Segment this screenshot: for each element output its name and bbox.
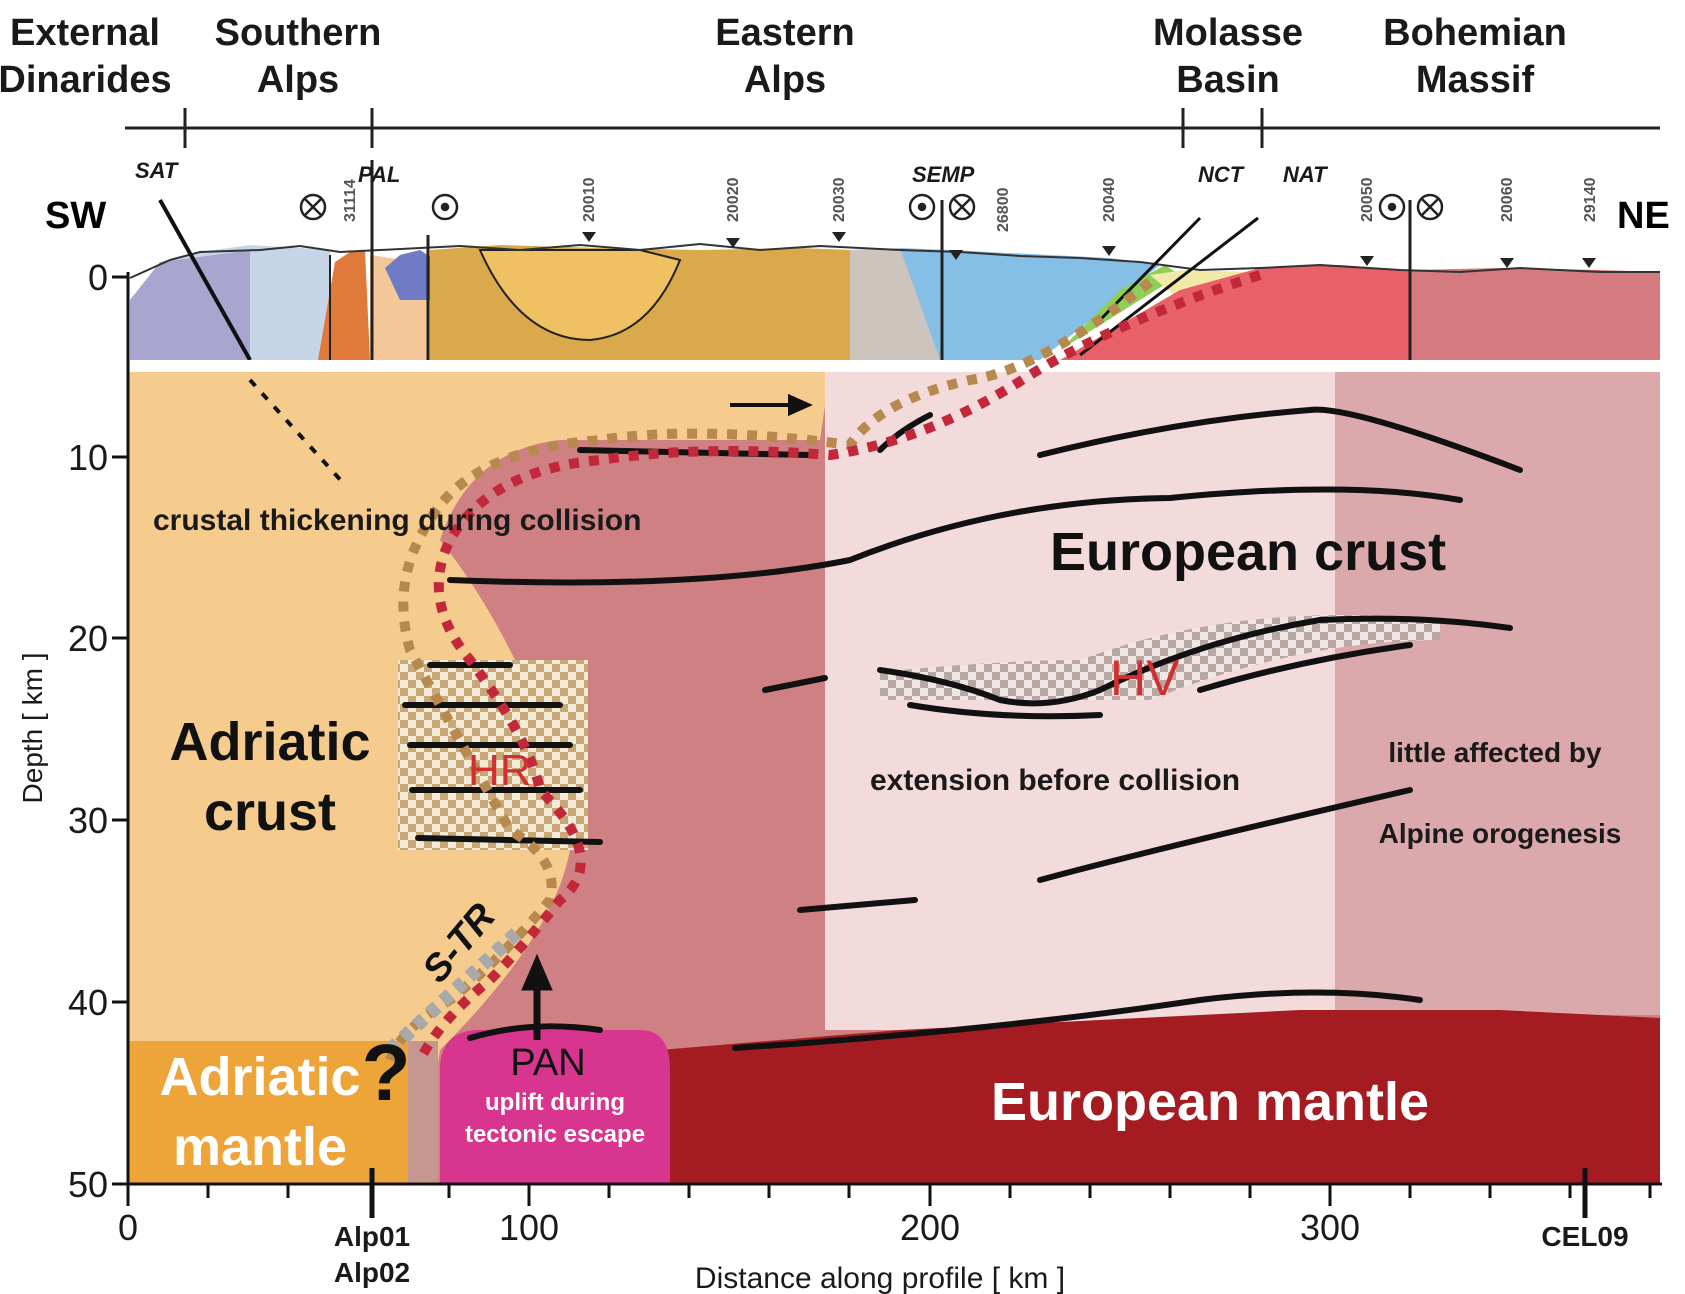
x-axis-title: Distance along profile [ km ] xyxy=(695,1262,1065,1294)
y-tick-label: 0 xyxy=(88,257,108,298)
profile-marker-alp02: Alp02 xyxy=(334,1257,410,1288)
label-european-mantle: European mantle xyxy=(991,1072,1429,1132)
region-bohemian-massif-line2: Massif xyxy=(1416,59,1535,101)
region-eastern-alps-line2: Alps xyxy=(744,59,826,101)
y-tick-label: 40 xyxy=(68,982,108,1023)
label-pan: PAN xyxy=(510,1042,585,1084)
y-tick-label: 10 xyxy=(68,437,108,478)
y-tick-label: 30 xyxy=(68,800,108,841)
region-southern-alps: Southern xyxy=(215,12,382,54)
into-page-icon xyxy=(301,195,325,219)
region-southern-alps-line2: Alps xyxy=(257,59,339,101)
station-label: 26800 xyxy=(995,187,1012,232)
profile-marker-cel09: CEL09 xyxy=(1541,1221,1628,1252)
label-question-mark: ? xyxy=(362,1028,411,1117)
x-tick-label: 200 xyxy=(900,1207,960,1248)
into-page-icon-bohemian xyxy=(1418,195,1442,219)
station-label: 29140 xyxy=(1582,177,1599,222)
label-crustal-thickening: crustal thickening during collision xyxy=(153,504,641,537)
x-tick-label: 100 xyxy=(499,1207,559,1248)
region-external-dinarides-line2: Dinarides xyxy=(0,59,172,101)
out-of-page-icon-semp xyxy=(910,195,934,219)
direction-sw: SW xyxy=(45,195,106,237)
station-label: 20020 xyxy=(725,177,742,222)
upper-unit-purple xyxy=(130,250,250,360)
x-tick-label: 0 xyxy=(118,1207,138,1248)
x-tick-label: 300 xyxy=(1300,1207,1360,1248)
label-adriatic-crust-line2: crust xyxy=(204,782,336,842)
station-label: 20010 xyxy=(581,177,598,222)
upper-unit-pink xyxy=(1410,268,1660,360)
region-molasse-basin: Molasse xyxy=(1153,12,1303,54)
profile-marker-alp01: Alp01 xyxy=(334,1221,410,1252)
transition-grey-area xyxy=(408,1041,438,1184)
y-tick-label: 20 xyxy=(68,618,108,659)
label-european-crust: European crust xyxy=(1050,522,1446,582)
region-labels: External Dinarides Southern Alps Eastern… xyxy=(0,12,1567,101)
region-molasse-basin-line2: Basin xyxy=(1176,59,1279,101)
y-tick-label: 50 xyxy=(68,1164,108,1205)
y-axis: 0 10 20 30 40 50 Depth [ km ] xyxy=(17,257,128,1205)
out-of-page-icon-bohemian xyxy=(1380,195,1404,219)
station-label: 20050 xyxy=(1359,177,1376,222)
section-gap xyxy=(125,360,1660,372)
y-axis-title: Depth [ km ] xyxy=(17,653,48,804)
motion-symbols xyxy=(301,195,1442,219)
label-extension: extension before collision xyxy=(870,764,1240,797)
label-little-affected: little affected by xyxy=(1388,737,1602,768)
fault-label-nat: NAT xyxy=(1283,162,1328,187)
fault-label-nct: NCT xyxy=(1198,162,1245,187)
label-adriatic-crust: Adriatic xyxy=(169,712,370,772)
label-adriatic-mantle: Adriatic xyxy=(159,1047,360,1107)
station-label: 31114 xyxy=(342,179,359,222)
station-label: 20030 xyxy=(831,177,848,222)
label-adriatic-mantle-line2: mantle xyxy=(173,1117,347,1177)
label-pan-sub-2: tectonic escape xyxy=(465,1121,645,1148)
european-crust-light-area xyxy=(825,372,1335,1030)
label-pan-sub-1: uplift during xyxy=(485,1089,625,1116)
european-crust-mid-area xyxy=(1335,372,1660,1015)
label-hv: HV xyxy=(1110,650,1180,706)
station-label: 20040 xyxy=(1101,177,1118,222)
upper-section xyxy=(130,160,1660,360)
region-eastern-alps: Eastern xyxy=(715,12,854,54)
fault-label-pal: PAL xyxy=(358,162,400,187)
out-of-page-icon xyxy=(433,195,457,219)
region-external-dinarides: External xyxy=(10,12,160,54)
label-alpine-orogenesis: Alpine orogenesis xyxy=(1379,818,1622,849)
station-label: 20060 xyxy=(1499,177,1516,222)
direction-ne: NE xyxy=(1617,195,1670,237)
region-boundary-bar xyxy=(125,108,1660,148)
label-hr: HR xyxy=(468,746,532,795)
into-page-icon-semp xyxy=(950,195,974,219)
fault-label-sat: SAT xyxy=(135,158,179,183)
region-bohemian-massif: Bohemian xyxy=(1383,12,1567,54)
x-axis: 0 100 200 300 Distance along profile [ k… xyxy=(118,1168,1662,1294)
fault-label-semp: SEMP xyxy=(912,162,975,187)
